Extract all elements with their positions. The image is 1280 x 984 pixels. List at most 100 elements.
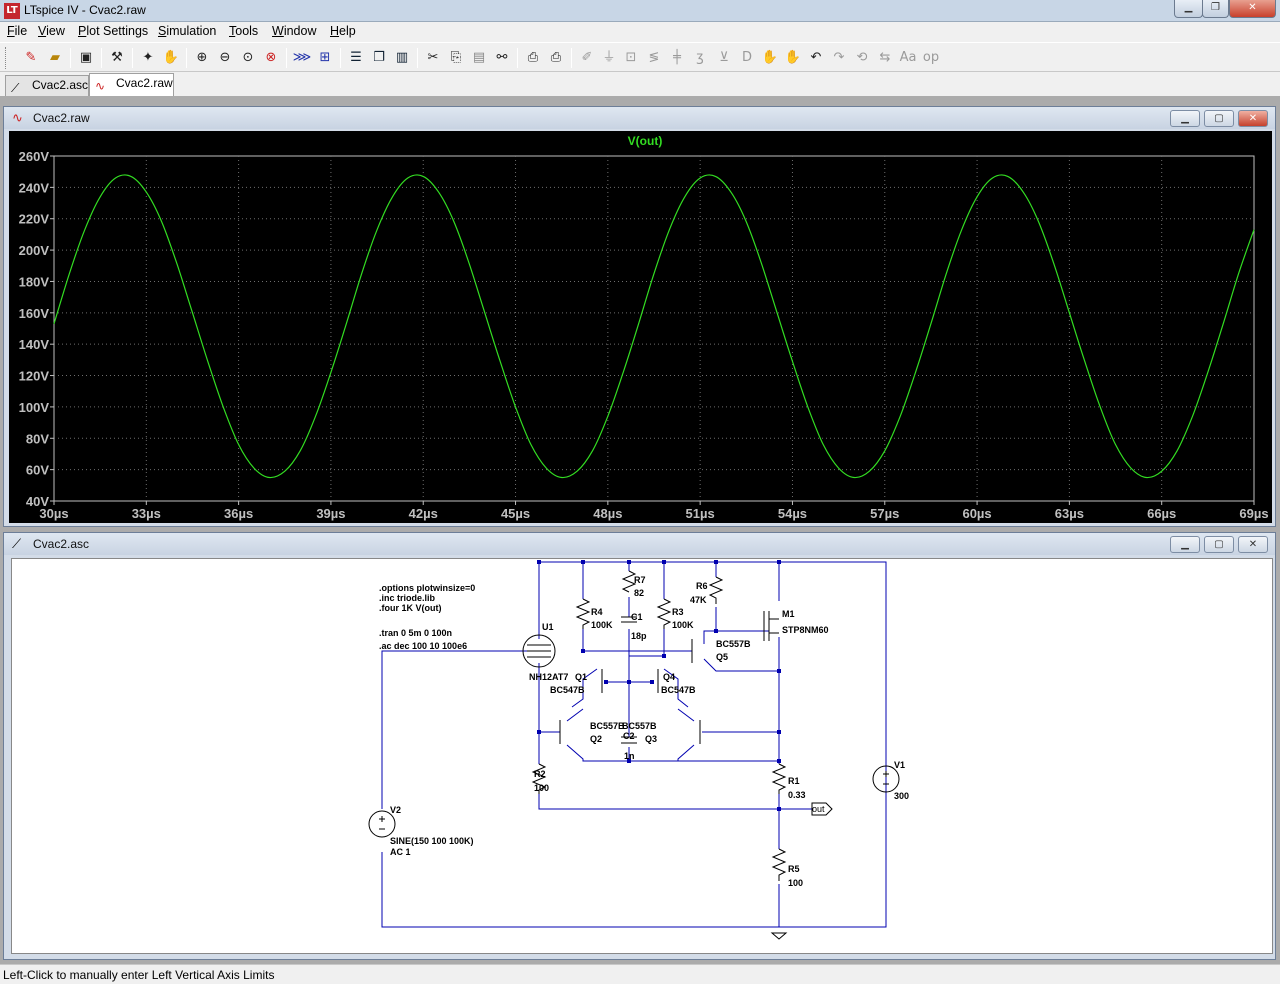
waveform-plot[interactable]: V(out) 260V 240V 220V 200V 180V 160V 140V 120V 1… bbox=[9, 131, 1272, 523]
drag-icon[interactable]: ✋ bbox=[784, 50, 802, 65]
menu-help[interactable]: Help bbox=[330, 24, 356, 38]
y-tick-label[interactable]: 200V bbox=[19, 243, 50, 258]
x-tick-label[interactable]: 66µs bbox=[1147, 506, 1176, 521]
y-tick-label[interactable]: 40V bbox=[26, 494, 49, 509]
y-tick-label[interactable]: 240V bbox=[19, 180, 50, 195]
tile-horizontal-icon[interactable]: ☰ bbox=[350, 50, 362, 65]
rotate-icon[interactable]: ⟲ bbox=[856, 50, 868, 65]
x-tick-label[interactable]: 36µs bbox=[224, 506, 253, 521]
schematic-close-button[interactable]: ✕ bbox=[1238, 536, 1268, 553]
restore-button[interactable]: ❐ bbox=[1202, 0, 1229, 18]
find-icon[interactable]: ⚯ bbox=[496, 50, 508, 65]
zoom-cancel-icon[interactable]: ⊗ bbox=[265, 50, 277, 65]
print-icon[interactable]: ⎙ bbox=[550, 50, 562, 65]
cut-icon[interactable]: ✂ bbox=[427, 50, 439, 65]
schematic-window-titlebar[interactable]: ⟋ Cvac2.asc ▁ ▢ ✕ bbox=[4, 533, 1275, 555]
tab-schematic[interactable]: ⟋ Cvac2.asc bbox=[5, 75, 89, 96]
x-tick-label[interactable]: 57µs bbox=[870, 506, 899, 521]
redo-icon[interactable]: ↷ bbox=[833, 50, 845, 65]
waveform-icon: ∿ bbox=[95, 79, 106, 93]
x-tick-label[interactable]: 39µs bbox=[316, 506, 345, 521]
ground-icon[interactable]: ⏚ bbox=[602, 50, 616, 65]
tile-vertical-icon[interactable]: ▥ bbox=[395, 50, 409, 65]
directive-tran[interactable]: .tran 0 5m 0 100n bbox=[379, 628, 452, 638]
plot-maximize-button[interactable]: ▢ bbox=[1204, 110, 1234, 127]
directive-options[interactable]: .options plotwinsize=0 bbox=[379, 583, 475, 593]
halt-icon[interactable]: ✋ bbox=[162, 50, 180, 65]
menu-simulation[interactable]: Simulation bbox=[158, 24, 217, 38]
print-preview-icon[interactable]: ⎙ bbox=[527, 50, 539, 65]
directive-ac[interactable]: .ac dec 100 10 100e6 bbox=[379, 641, 467, 651]
y-tick-label[interactable]: 140V bbox=[19, 337, 50, 352]
copy-icon[interactable]: ⎘ bbox=[450, 50, 462, 65]
zoom-in-icon[interactable]: ⊕ bbox=[196, 50, 208, 65]
label-icon[interactable]: ⊡ bbox=[625, 50, 637, 65]
directive-inc[interactable]: .inc triode.lib bbox=[379, 593, 436, 603]
x-tick-label[interactable]: 33µs bbox=[132, 506, 161, 521]
y-tick-label[interactable]: 220V bbox=[19, 212, 50, 227]
resistor-icon[interactable]: ≶ bbox=[648, 50, 660, 65]
y-tick-label[interactable]: 180V bbox=[19, 274, 50, 289]
menu-tools[interactable]: Tools bbox=[229, 24, 259, 38]
plot-window-titlebar[interactable]: ∿ Cvac2.raw ▁ ▢ ✕ bbox=[4, 107, 1275, 129]
mirror-icon[interactable]: ⇆ bbox=[879, 50, 891, 65]
menu-plot-settings[interactable]: Plot Settings bbox=[78, 24, 149, 38]
spice-directive-icon[interactable]: op bbox=[922, 50, 940, 65]
y-tick-label[interactable]: 80V bbox=[26, 431, 49, 446]
zoom-out-icon[interactable]: ⊖ bbox=[219, 50, 231, 65]
schematic-maximize-button[interactable]: ▢ bbox=[1204, 536, 1234, 553]
directive-four[interactable]: .four 1K V(out) bbox=[379, 603, 442, 613]
run-icon[interactable]: ✦ bbox=[142, 50, 154, 65]
control-panel-icon[interactable]: ⚒ bbox=[111, 50, 123, 65]
text-icon[interactable]: Aa bbox=[899, 50, 917, 65]
spice-directives[interactable]: .options plotwinsize=0 .inc triode.lib .… bbox=[379, 583, 475, 651]
tab-waveform[interactable]: ∿ Cvac2.raw bbox=[89, 73, 174, 96]
waveform-chart[interactable]: V(out) 260V 240V 220V 200V 180V 160V 140V 120V 1… bbox=[9, 131, 1272, 523]
plot-settings-icon[interactable]: ⊞ bbox=[319, 50, 331, 65]
minimize-button[interactable]: ▁ bbox=[1174, 0, 1203, 18]
y-tick-label[interactable]: 100V bbox=[19, 400, 50, 415]
net-label-out[interactable]: out bbox=[812, 804, 825, 814]
x-tick-label[interactable]: 54µs bbox=[778, 506, 807, 521]
plot-close-button[interactable]: ✕ bbox=[1238, 110, 1268, 127]
schematic-canvas[interactable]: .options plotwinsize=0 .inc triode.lib .… bbox=[11, 558, 1273, 954]
undo-icon[interactable]: ↶ bbox=[810, 50, 822, 65]
inductor-icon[interactable]: ʒ bbox=[696, 50, 704, 65]
autorange-icon[interactable]: ⋙ bbox=[292, 50, 312, 65]
move-icon[interactable]: ✋ bbox=[761, 50, 779, 65]
x-tick-label[interactable]: 63µs bbox=[1055, 506, 1084, 521]
close-button[interactable]: ✕ bbox=[1229, 0, 1276, 18]
plot-minimize-button[interactable]: ▁ bbox=[1170, 110, 1200, 127]
schematic-minimize-button[interactable]: ▁ bbox=[1170, 536, 1200, 553]
component-icon[interactable]: D bbox=[741, 50, 752, 65]
y-tick-label[interactable]: 260V bbox=[19, 149, 50, 164]
r2-value: 100 bbox=[534, 783, 549, 793]
save-icon[interactable]: ▣ bbox=[79, 50, 93, 65]
paste-icon[interactable]: ▤ bbox=[472, 50, 486, 65]
wire-icon[interactable]: ✐ bbox=[581, 50, 593, 65]
trace-label[interactable]: V(out) bbox=[628, 134, 663, 148]
y-tick-label[interactable]: 160V bbox=[19, 306, 50, 321]
toolbar-grip[interactable] bbox=[5, 47, 8, 69]
cascade-icon[interactable]: ❐ bbox=[373, 50, 385, 65]
diode-icon[interactable]: ⊻ bbox=[719, 50, 729, 65]
x-tick-label[interactable]: 51µs bbox=[686, 506, 715, 521]
x-tick-label[interactable]: 48µs bbox=[593, 506, 622, 521]
menu-window[interactable]: Window bbox=[272, 24, 317, 38]
x-tick-label[interactable]: 69µs bbox=[1239, 506, 1268, 521]
x-tick-label[interactable]: 42µs bbox=[409, 506, 438, 521]
y-tick-label[interactable]: 120V bbox=[19, 369, 50, 384]
open-icon[interactable]: ▰ bbox=[50, 50, 60, 65]
menu-file[interactable]: File bbox=[7, 24, 28, 38]
x-tick-label[interactable]: 45µs bbox=[501, 506, 530, 521]
new-schematic-icon[interactable]: ✎ bbox=[25, 50, 37, 65]
x-tick-label[interactable]: 30µs bbox=[39, 506, 68, 521]
v1-value: 300 bbox=[894, 791, 909, 801]
zoom-fit-icon[interactable]: ⊙ bbox=[242, 50, 254, 65]
x-tick-label[interactable]: 60µs bbox=[962, 506, 991, 521]
q4-ref: Q4 bbox=[663, 672, 675, 682]
menu-view[interactable]: View bbox=[38, 24, 65, 38]
y-tick-label[interactable]: 60V bbox=[26, 463, 49, 478]
q3-ref: Q3 bbox=[645, 734, 657, 744]
capacitor-icon[interactable]: ╪ bbox=[673, 50, 681, 65]
